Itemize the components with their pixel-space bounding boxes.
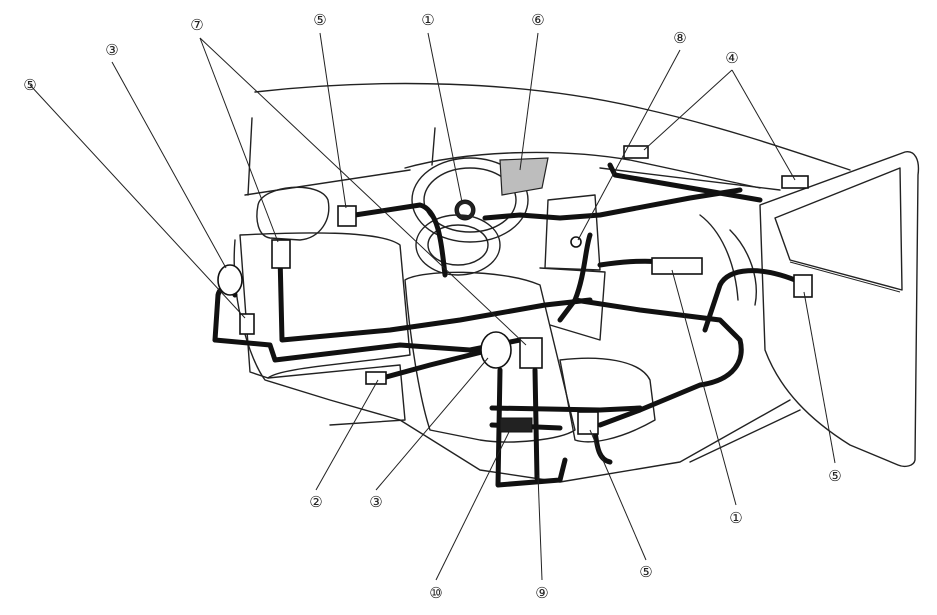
front-door bbox=[759, 151, 920, 468]
warning-lamp bbox=[570, 236, 582, 248]
curtain-airbag-module-b bbox=[781, 175, 809, 189]
front-curtain-inflator bbox=[480, 331, 512, 369]
front-passenger-airbag bbox=[651, 257, 703, 275]
callout-2: ② bbox=[309, 493, 322, 511]
callout-5-seat: ⑤ bbox=[639, 563, 652, 581]
callout-9: ⑨ bbox=[535, 584, 548, 602]
passenger-dash-wheel bbox=[415, 214, 501, 276]
callout-8: ⑧ bbox=[673, 29, 686, 47]
callout-1-passenger: ① bbox=[729, 509, 742, 527]
callout-1-steering: ① bbox=[421, 11, 434, 29]
rear-seat bbox=[239, 186, 411, 426]
callout-5-upper: ⑤ bbox=[313, 11, 326, 29]
side-sensor-rear bbox=[337, 205, 357, 227]
seat-sensor-driver bbox=[519, 337, 543, 369]
rear-seat-side-airbag bbox=[271, 239, 291, 269]
instrument-cluster bbox=[499, 157, 549, 196]
callout-5-door: ⑤ bbox=[828, 467, 841, 485]
wiring-harness bbox=[212, 162, 803, 488]
callout-3-front: ③ bbox=[369, 493, 382, 511]
callout-10: ⑩ bbox=[429, 584, 442, 602]
callout-5-rear-side: ⑤ bbox=[23, 76, 36, 94]
control-module bbox=[499, 417, 533, 433]
airbag-modules bbox=[217, 145, 813, 435]
side-sensor-door bbox=[793, 274, 813, 298]
callout-labels: ⑤ ③ ⑦ ⑤ ① ⑥ ⑧ ④ ⑤ ② ③ ① ⑤ ⑩ ⑨ bbox=[23, 11, 841, 602]
front-seat bbox=[404, 271, 656, 443]
callout-3-rear: ③ bbox=[105, 41, 118, 59]
curtain-inflator-rear bbox=[217, 264, 243, 296]
side-sensor-left bbox=[239, 313, 255, 335]
side-sensor-front-seat bbox=[577, 411, 599, 435]
vehicle-body-outline bbox=[233, 82, 851, 483]
callout-7: ⑦ bbox=[190, 16, 203, 34]
leader-lines bbox=[29, 32, 836, 581]
callout-6: ⑥ bbox=[531, 11, 544, 29]
center-airbag-sensor bbox=[365, 371, 387, 385]
callout-4: ④ bbox=[725, 49, 738, 67]
curtain-airbag-module-a bbox=[623, 145, 649, 159]
